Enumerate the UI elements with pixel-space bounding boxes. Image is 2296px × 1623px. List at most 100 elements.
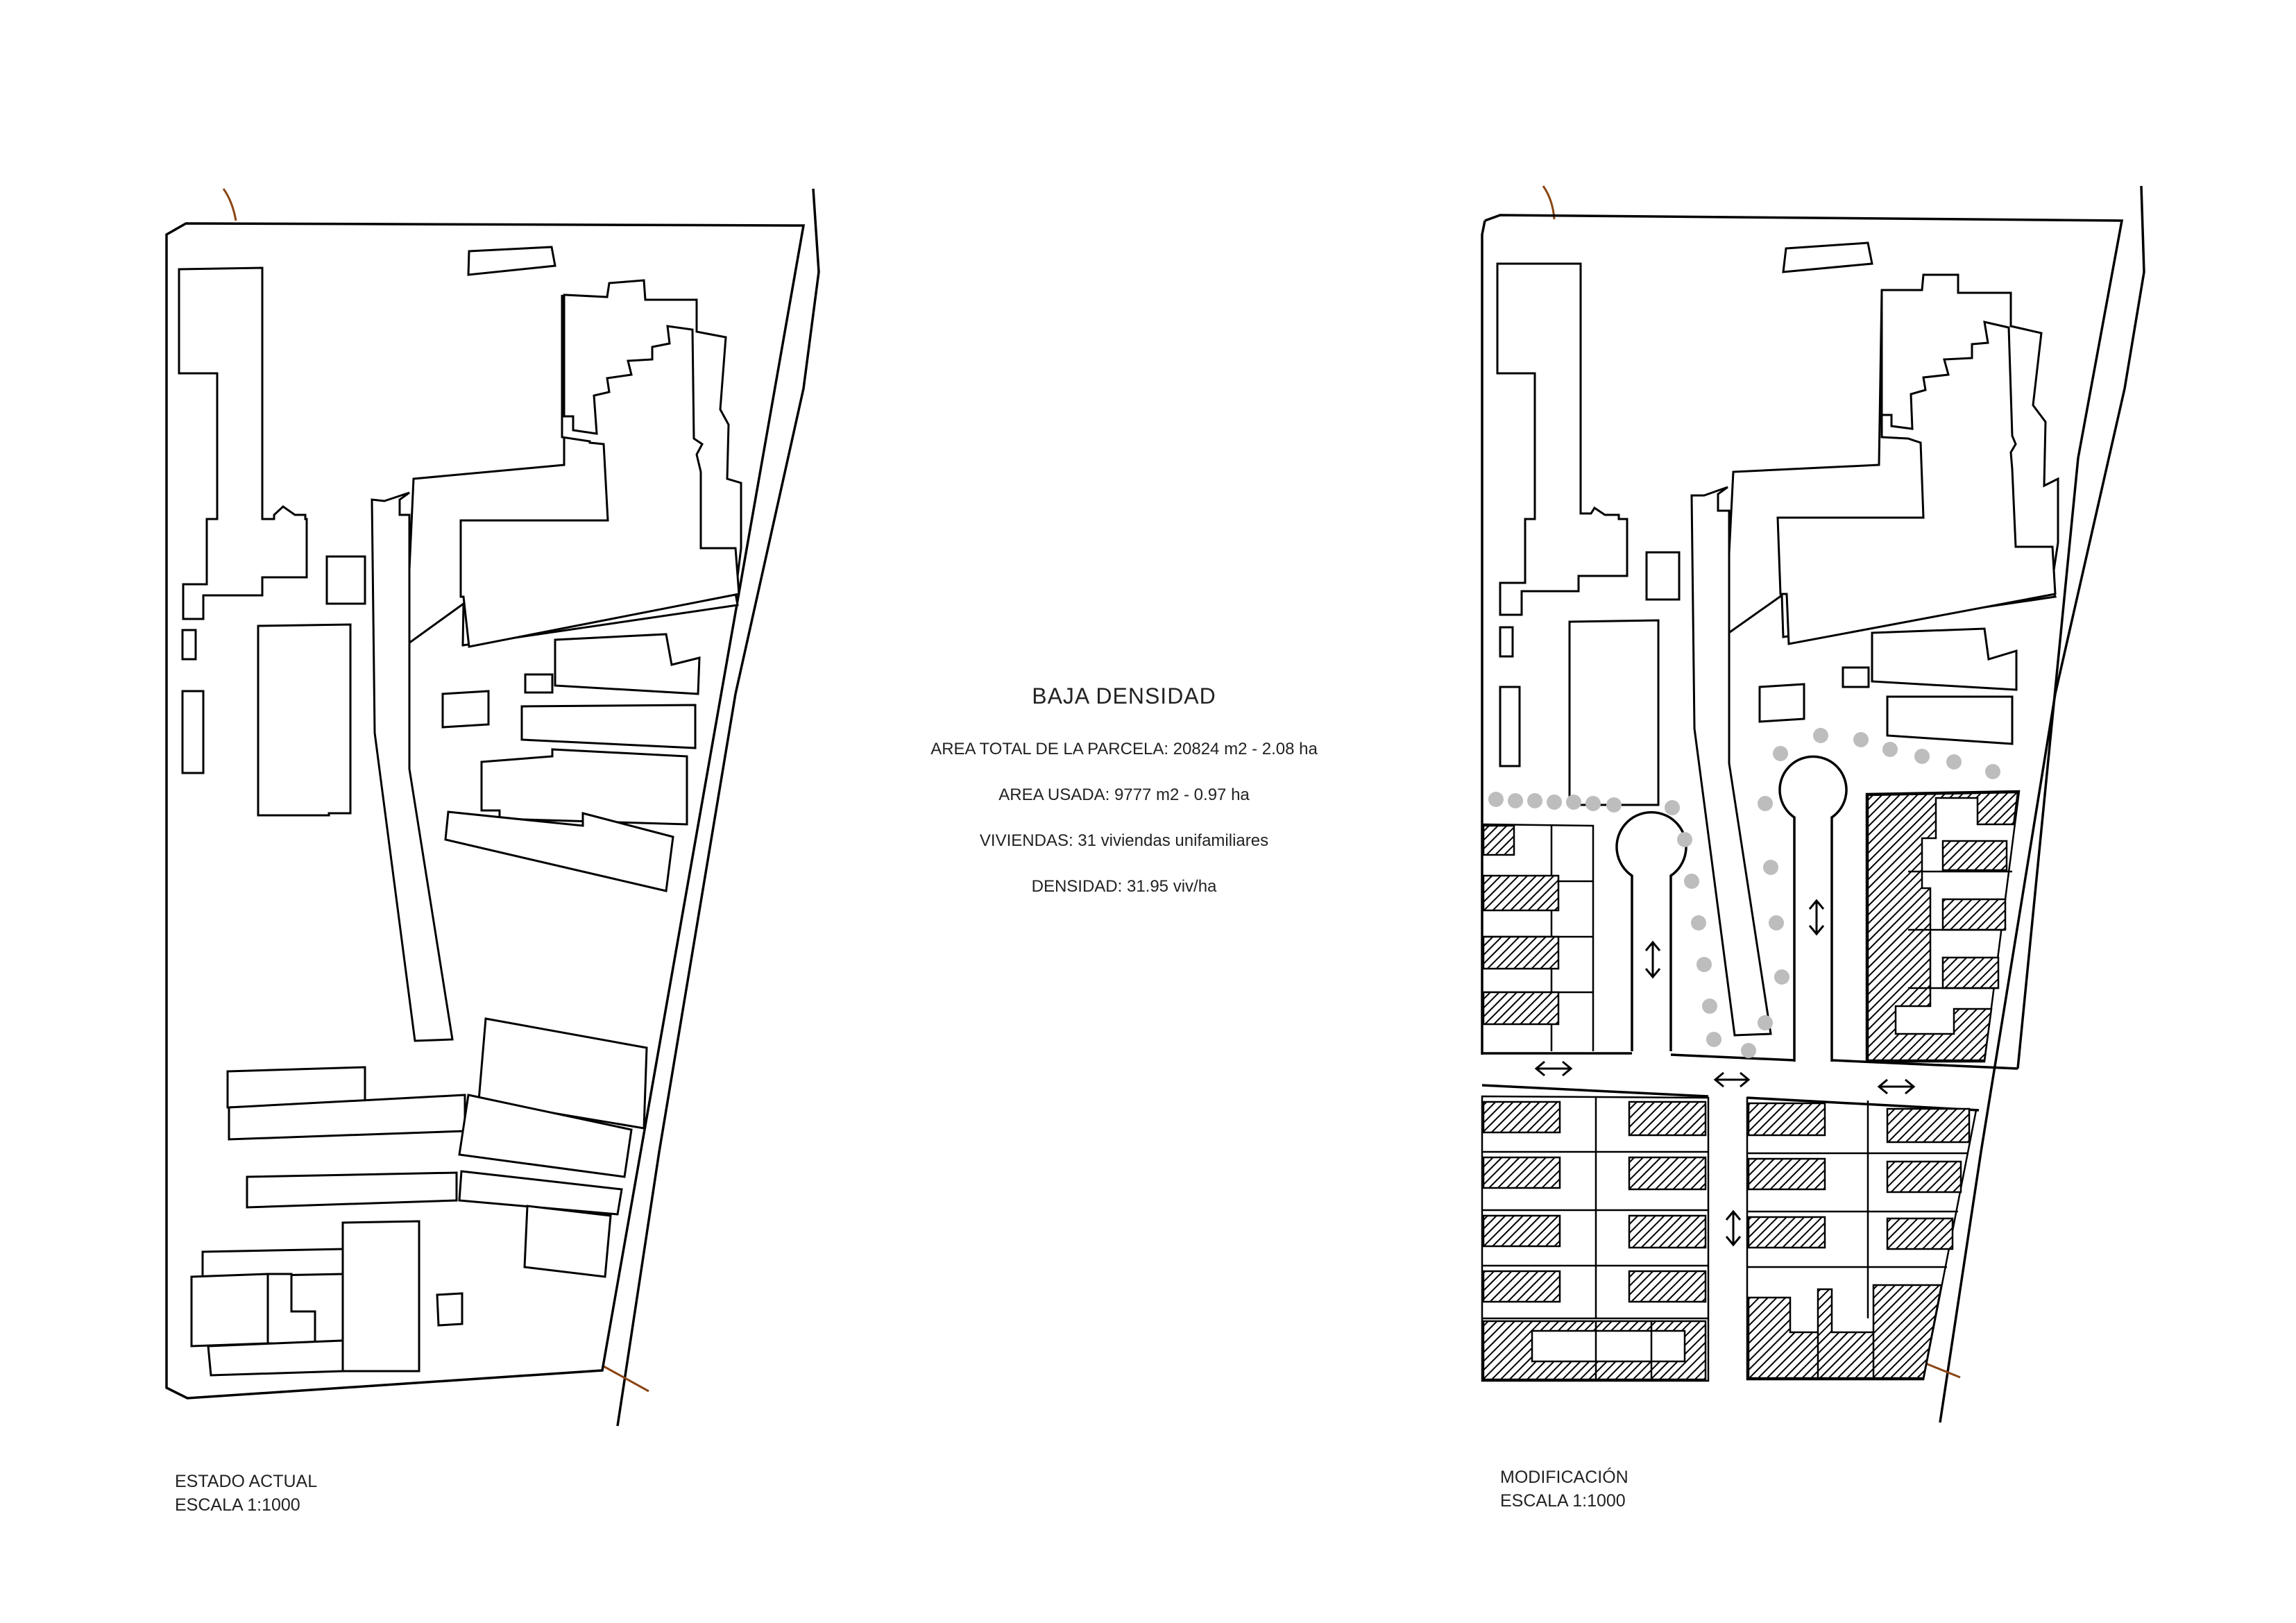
tree-icon xyxy=(1706,1032,1721,1047)
building xyxy=(467,246,556,276)
road-edge xyxy=(1670,1053,1795,1062)
tree-row xyxy=(1488,728,2000,1058)
tree-icon xyxy=(1702,999,1717,1014)
building xyxy=(1496,262,1629,616)
building xyxy=(178,266,308,620)
road-edge xyxy=(1481,1084,1709,1098)
caption-modificacion: MODIFICACIÓN ESCALA 1:1000 xyxy=(1500,1465,1629,1513)
tree-icon xyxy=(1773,746,1788,761)
house xyxy=(1886,1217,1954,1250)
house xyxy=(1941,956,2000,989)
building xyxy=(1499,686,1521,767)
house xyxy=(1482,1270,1561,1303)
area-used-text: AREA USADA: 9777 m2 - 0.97 ha xyxy=(998,785,1250,804)
building xyxy=(1782,241,1873,273)
housing-block xyxy=(1865,790,2021,1063)
house xyxy=(1747,1284,1943,1379)
house xyxy=(1482,824,1515,856)
building xyxy=(1776,290,2057,645)
parcel-outline xyxy=(165,222,806,1400)
building xyxy=(1842,666,1870,688)
lot-line xyxy=(1595,1321,1653,1379)
building xyxy=(1499,626,1514,658)
tree-icon xyxy=(1697,957,1712,972)
building xyxy=(524,673,554,694)
house xyxy=(1628,1214,1707,1249)
building xyxy=(190,1273,269,1348)
housing-block xyxy=(1481,1095,1710,1382)
building xyxy=(554,633,701,695)
building xyxy=(1758,683,1805,723)
plan-modificacion xyxy=(1481,185,2145,1423)
arrow-icon xyxy=(1534,1060,1573,1077)
cul-de-sac-road-right xyxy=(1778,755,1848,1062)
house xyxy=(1482,874,1560,912)
housing-count-text: VIVIENDAS: 31 viviendas unifamiliares xyxy=(979,831,1269,850)
page-title: BAJA DENSIDAD xyxy=(1032,683,1216,708)
tree-icon xyxy=(1882,742,1898,757)
boundary-marker-top xyxy=(222,188,237,221)
tree-icon xyxy=(1677,832,1692,847)
building xyxy=(520,704,697,749)
tree-icon xyxy=(1488,792,1504,807)
tree-icon xyxy=(1769,915,1784,931)
arrow-icon xyxy=(1877,1078,1916,1095)
house xyxy=(1482,1320,1707,1381)
house xyxy=(1628,1156,1707,1191)
tree-icon xyxy=(1813,728,1828,743)
building xyxy=(480,748,688,826)
building xyxy=(207,1339,344,1377)
building xyxy=(257,623,352,817)
building xyxy=(458,1170,623,1216)
tree-icon xyxy=(1853,732,1869,747)
tree-icon xyxy=(1763,860,1778,875)
building xyxy=(325,555,366,605)
tree-icon xyxy=(1914,749,1930,764)
lot-line xyxy=(1817,1332,1875,1378)
building xyxy=(266,1273,316,1345)
tree-icon xyxy=(1691,915,1706,931)
tree-icon xyxy=(1547,794,1562,810)
house xyxy=(1747,1157,1826,1191)
house xyxy=(1482,1156,1561,1189)
caption-title: MODIFICACIÓN xyxy=(1500,1468,1629,1487)
arrow-icon xyxy=(1725,1209,1742,1247)
area-total-text: AREA TOTAL DE LA PARCELA: 20824 m2 - 2.0… xyxy=(930,740,1318,758)
building xyxy=(181,629,197,661)
housing-block xyxy=(1746,1096,1978,1381)
house xyxy=(1482,1101,1561,1134)
tree-icon xyxy=(1585,796,1601,811)
building xyxy=(458,1094,633,1178)
street-edge-line xyxy=(616,188,820,1427)
building xyxy=(341,1220,420,1373)
arrow-icon xyxy=(1644,940,1661,979)
density-text: DENSIDAD: 31.95 viv/ha xyxy=(1031,877,1217,896)
parcel-outline-left xyxy=(1481,220,1486,1055)
tree-icon xyxy=(1774,969,1789,985)
caption-estado-actual: ESTADO ACTUAL ESCALA 1:1000 xyxy=(175,1470,317,1517)
building xyxy=(441,690,490,729)
lot-line xyxy=(1908,870,2012,989)
boundary-marker-bottom xyxy=(602,1364,649,1393)
building xyxy=(1871,627,2018,691)
building xyxy=(181,690,205,774)
house xyxy=(1482,1214,1561,1248)
building xyxy=(1690,486,1772,1037)
house xyxy=(1482,991,1560,1026)
tree-icon xyxy=(1566,794,1581,810)
house xyxy=(1866,791,2019,1062)
house xyxy=(1628,1101,1707,1137)
caption-scale: ESCALA 1:1000 xyxy=(175,1495,300,1515)
caption-title: ESTADO ACTUAL xyxy=(175,1472,318,1491)
building xyxy=(246,1171,458,1209)
tree-icon xyxy=(1758,796,1773,811)
tree-icon xyxy=(1946,754,1962,770)
house xyxy=(1747,1216,1826,1249)
road-edge xyxy=(1831,1059,2018,1070)
plan-estado-actual xyxy=(165,188,820,1427)
building xyxy=(444,810,674,892)
house xyxy=(1886,1107,1971,1144)
building xyxy=(1568,619,1660,806)
parcel-outline-top xyxy=(1484,214,2124,1069)
building xyxy=(523,1205,612,1278)
